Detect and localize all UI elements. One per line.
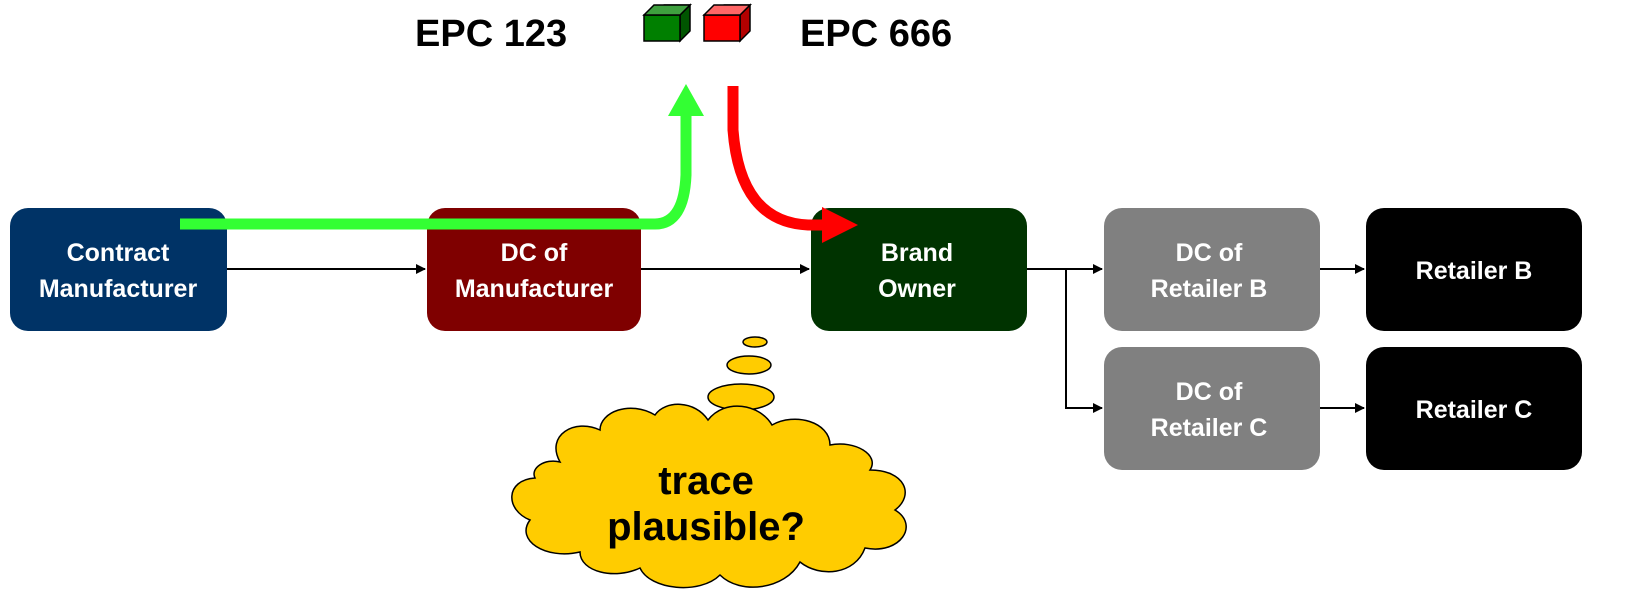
red-cube-icon bbox=[702, 3, 752, 43]
node-label: Retailer B bbox=[1416, 257, 1533, 285]
node-label-line1: DC of bbox=[501, 239, 568, 267]
node-label-line2: Manufacturer bbox=[39, 275, 198, 303]
green-cube-icon bbox=[642, 3, 692, 43]
connector-bo-to-dcrc bbox=[1065, 269, 1103, 413]
cloud-text-line2: plausible? bbox=[607, 505, 805, 549]
red-trace-arrow bbox=[727, 86, 858, 243]
epc-123-label: EPC 123 bbox=[415, 13, 567, 55]
node-label-line1: DC of bbox=[1176, 378, 1243, 406]
node-dc-of-retailer-c: DC of Retailer C bbox=[1104, 347, 1320, 470]
node-label-line1: Brand bbox=[881, 239, 953, 267]
node-retailer-b: Retailer B bbox=[1366, 208, 1582, 331]
node-dc-of-retailer-b: DC of Retailer B bbox=[1104, 208, 1320, 331]
cloud-text-line1: trace bbox=[658, 459, 754, 503]
node-dc-of-manufacturer: DC of Manufacturer bbox=[427, 208, 641, 331]
epc-666-label: EPC 666 bbox=[800, 13, 952, 55]
node-label-line2: Manufacturer bbox=[455, 275, 614, 303]
node-label-line2: Retailer B bbox=[1151, 275, 1268, 303]
node-contract-manufacturer: Contract Manufacturer bbox=[10, 208, 227, 331]
node-label-line1: Contract bbox=[67, 239, 170, 267]
thought-bubbles bbox=[707, 336, 775, 411]
node-label-line1: DC of bbox=[1176, 239, 1243, 267]
node-label-line2: Retailer C bbox=[1151, 414, 1268, 442]
node-retailer-c: Retailer C bbox=[1366, 347, 1582, 470]
node-label: Retailer C bbox=[1416, 396, 1533, 424]
node-brand-owner: Brand Owner bbox=[811, 208, 1027, 331]
green-trace-arrow bbox=[180, 84, 704, 230]
node-label-line2: Owner bbox=[878, 275, 956, 303]
thought-cloud: trace plausible? bbox=[511, 403, 907, 589]
